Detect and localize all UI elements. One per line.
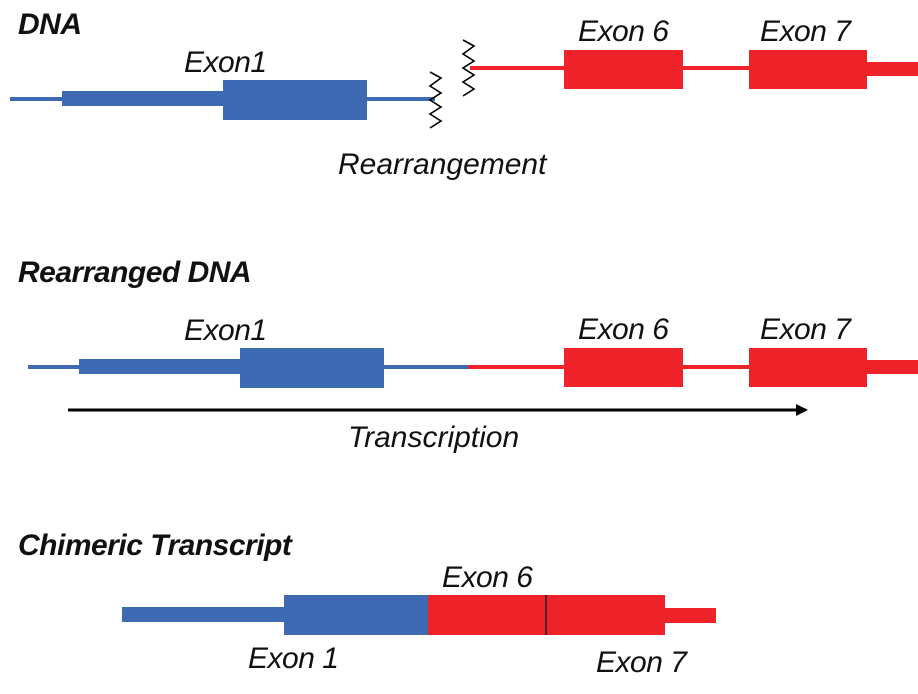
chimeric-transcript-heading: Chimeric Transcript	[18, 529, 294, 562]
red-exon-7	[749, 50, 867, 89]
exon-7-label: Exon 7	[596, 646, 688, 679]
exon-7-label: Exon 7	[760, 15, 852, 48]
red-gene	[468, 348, 918, 387]
blue-gene	[10, 80, 435, 120]
blue-utr	[62, 91, 237, 106]
rearrangement-label: Rearrangement	[338, 148, 548, 181]
exon-1-label: Exon1	[184, 46, 267, 79]
break-mark-right	[461, 39, 476, 97]
red-exon-6	[564, 50, 683, 89]
red-exon-6	[564, 348, 683, 387]
red-exon-6	[428, 595, 547, 635]
exon-7-label: Exon 7	[760, 313, 852, 346]
red-gene	[470, 50, 918, 89]
red-utr	[860, 62, 918, 76]
red-utr	[860, 360, 918, 374]
exon-6-label: Exon 6	[442, 561, 533, 594]
rearranged-dna-section: Rearranged DNA Exon1 Exon 6 Exon 7 Trans…	[18, 256, 918, 454]
red-tail	[660, 608, 716, 623]
dna-section: DNA Exon1 Exon 6 Exon 7 Rearrangement	[10, 8, 918, 181]
blue-exon-1	[284, 595, 428, 635]
blue-exon-1	[223, 80, 367, 120]
exon-6-label: Exon 6	[578, 313, 669, 346]
dna-heading: DNA	[18, 8, 82, 41]
blue-exon-1	[240, 348, 384, 388]
break-mark-left	[428, 71, 443, 129]
red-exon-7	[547, 595, 665, 635]
red-exon-7	[749, 348, 867, 387]
transcription-label: Transcription	[348, 421, 519, 454]
blue-leader	[122, 607, 287, 622]
exon-6-label: Exon 6	[578, 15, 669, 48]
blue-gene	[28, 348, 470, 388]
exon-1-label: Exon 1	[248, 642, 338, 675]
chimeric-transcript-section: Chimeric Transcript Exon 6 Exon 1 Exon 7	[18, 529, 716, 679]
rearranged-dna-heading: Rearranged DNA	[18, 256, 251, 289]
exon-1-label: Exon1	[184, 314, 267, 347]
blue-utr	[79, 359, 254, 374]
